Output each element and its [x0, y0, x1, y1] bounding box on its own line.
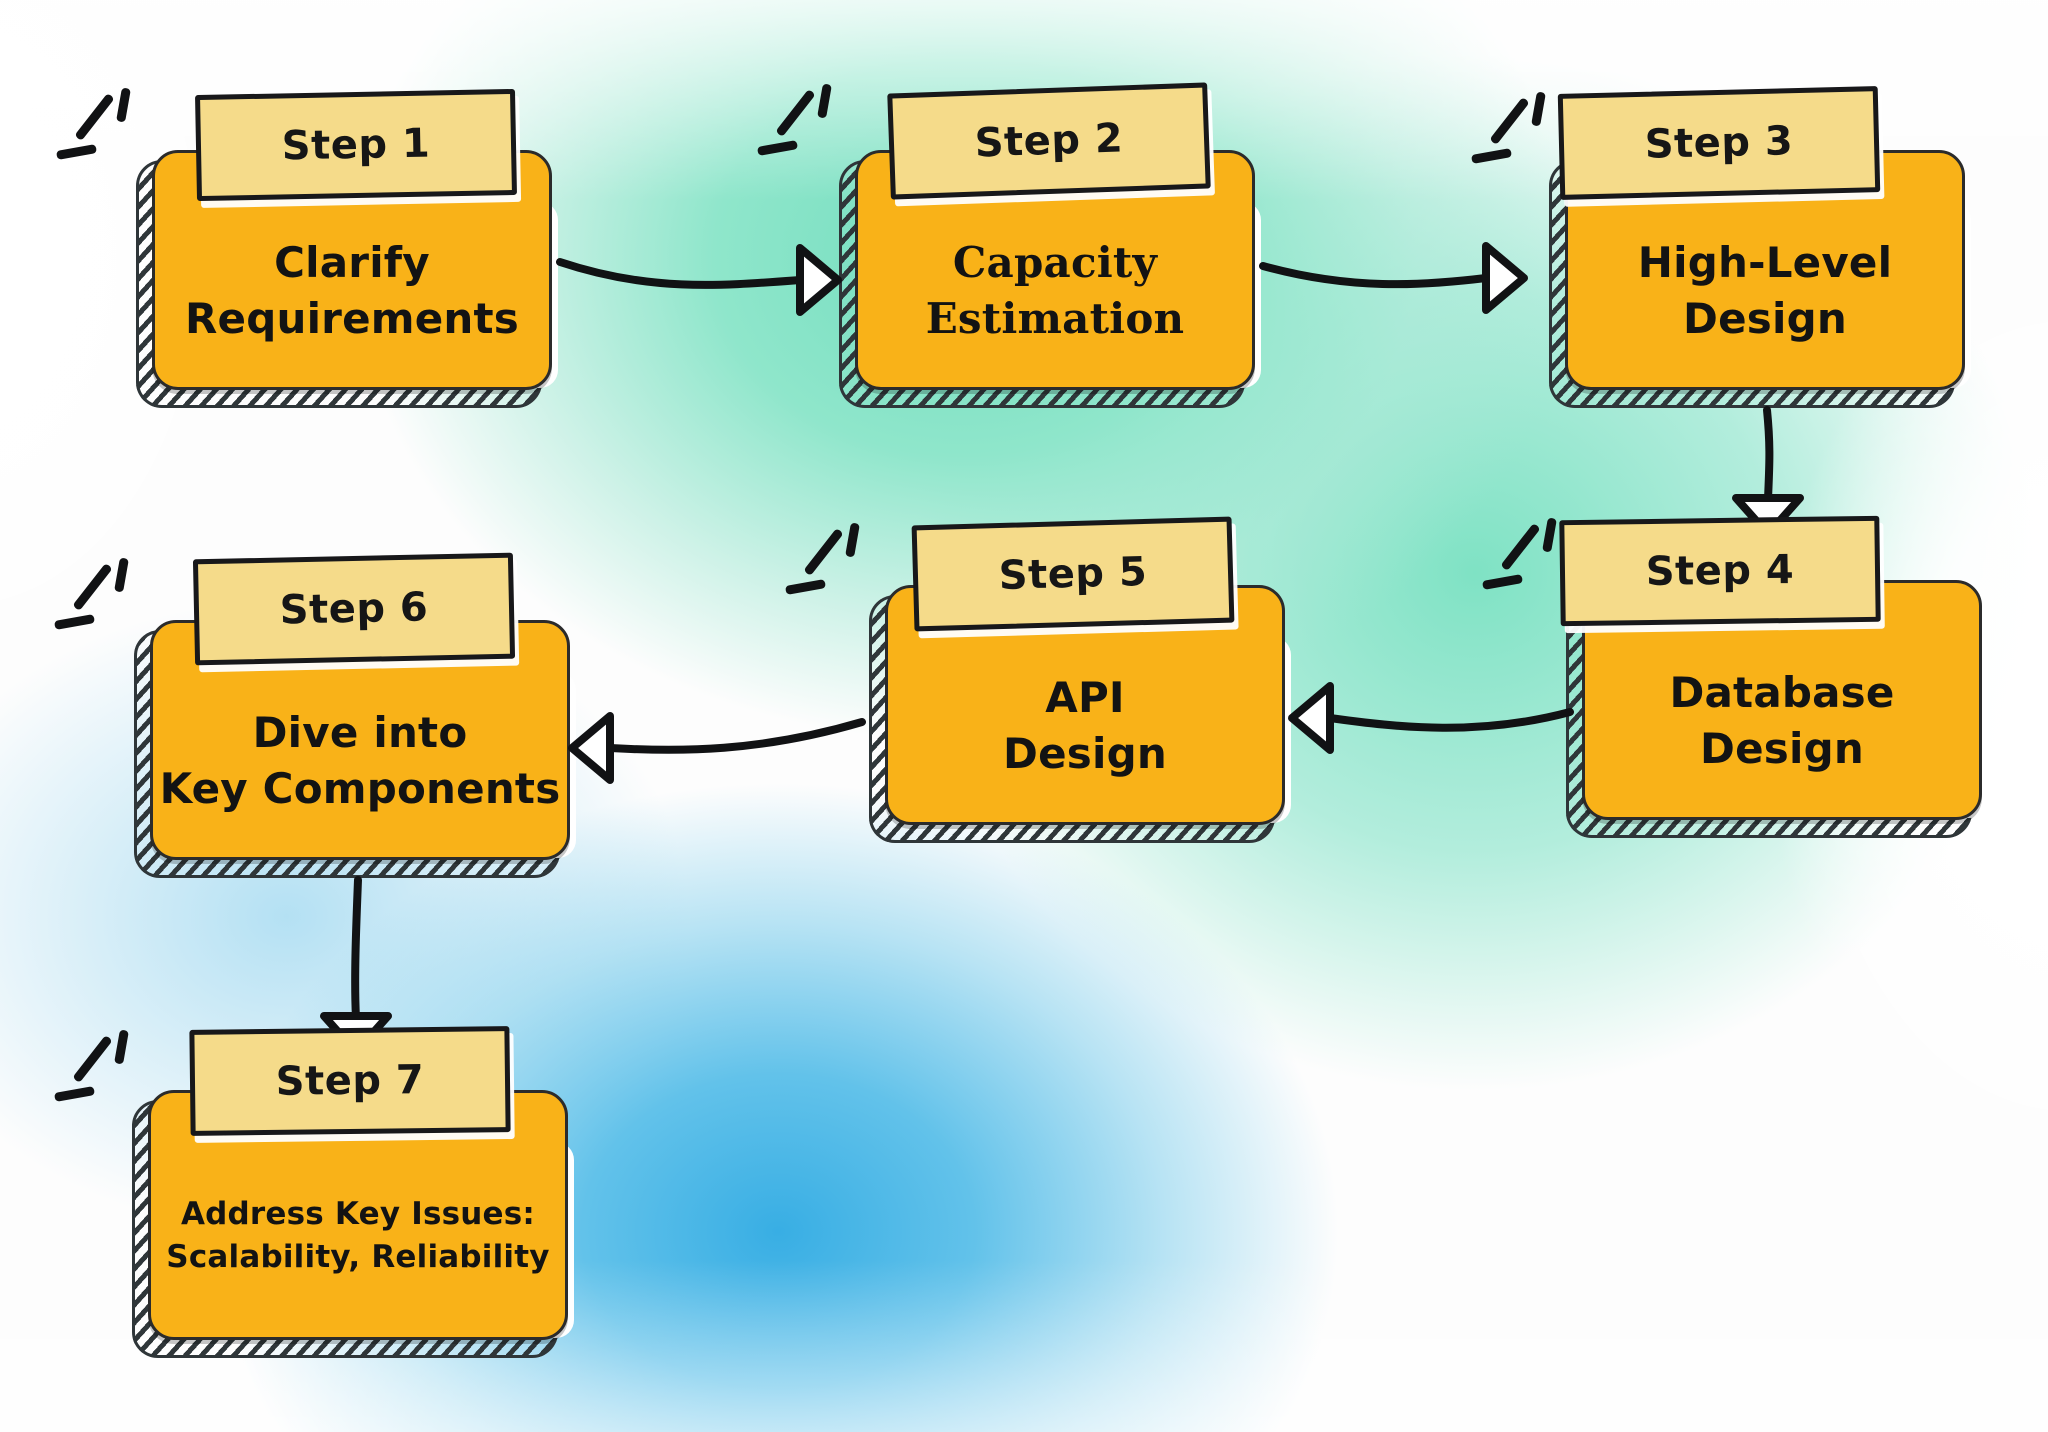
node-body-line: Database [1669, 668, 1895, 718]
sparkle-icon [54, 1029, 136, 1104]
node-body-line: Estimation [925, 294, 1185, 343]
sparkle-icon [56, 87, 138, 162]
edge-step6-to-step7 [320, 876, 392, 1056]
node-body-line: Dive into [252, 708, 468, 758]
sparkle-icon [785, 522, 867, 597]
edge-step3-to-step4 [1732, 406, 1804, 538]
node-step-6[interactable]: Dive into Key Components Step 6 [54, 552, 576, 878]
edge-step2-to-step3 [1259, 242, 1528, 314]
sparkle-icon [1471, 91, 1553, 166]
node-body-line: Requirements [184, 294, 519, 343]
node-step-3[interactable]: High-Level Design Step 3 [1471, 86, 1971, 408]
edge-step4-to-step5 [1288, 682, 1574, 754]
node-step-label: Step 4 [1559, 515, 1881, 627]
sparkle-icon [757, 83, 839, 158]
node-step-label: Step 1 [195, 88, 517, 202]
node-step-7[interactable]: Address Key Issues: Scalability, Reliabi… [54, 1026, 574, 1358]
node-step-4[interactable]: Database Design Step 4 [1482, 515, 1988, 838]
node-step-1[interactable]: Clarify Requirements Step 1 [56, 87, 558, 408]
node-body-text: Clarify Requirements [160, 208, 544, 374]
node-body-text: API Design [893, 643, 1277, 809]
node-step-label: Step 7 [189, 1026, 511, 1136]
node-body-line: Capacity [952, 238, 1158, 288]
node-body-line: Design [1003, 729, 1167, 778]
edge-step5-to-step6 [568, 712, 866, 784]
node-step-label: Step 5 [911, 516, 1235, 632]
node-step-label: Step 6 [192, 552, 516, 666]
node-body-text: Dive into Key Components [158, 678, 562, 844]
node-body-line: Key Components [159, 764, 561, 813]
node-body-line: Design [1700, 724, 1864, 773]
node-body-line: High-Level [1637, 238, 1893, 288]
node-body-text: High-Level Design [1573, 208, 1957, 374]
node-body-text: Address Key Issues: Scalability, Reliabi… [156, 1148, 560, 1324]
node-body-line: API [1045, 673, 1125, 723]
node-step-label: Step 2 [887, 82, 1211, 200]
node-body-line: Scalability, Reliability [166, 1239, 550, 1275]
sparkle-icon [1482, 517, 1564, 592]
node-body-line: Clarify [274, 238, 430, 288]
edge-step1-to-step2 [556, 244, 842, 316]
node-step-5[interactable]: API Design Step 5 [785, 516, 1291, 843]
node-body-text: Capacity Estimation [863, 208, 1247, 374]
node-step-2[interactable]: Capacity Estimation Step 2 [757, 82, 1261, 408]
sparkle-icon [54, 557, 136, 632]
node-body-text: Database Design [1590, 638, 1974, 804]
node-body-line: Address Key Issues: [180, 1196, 536, 1233]
node-body-line: Design [1683, 294, 1847, 343]
node-step-label: Step 3 [1557, 86, 1881, 200]
